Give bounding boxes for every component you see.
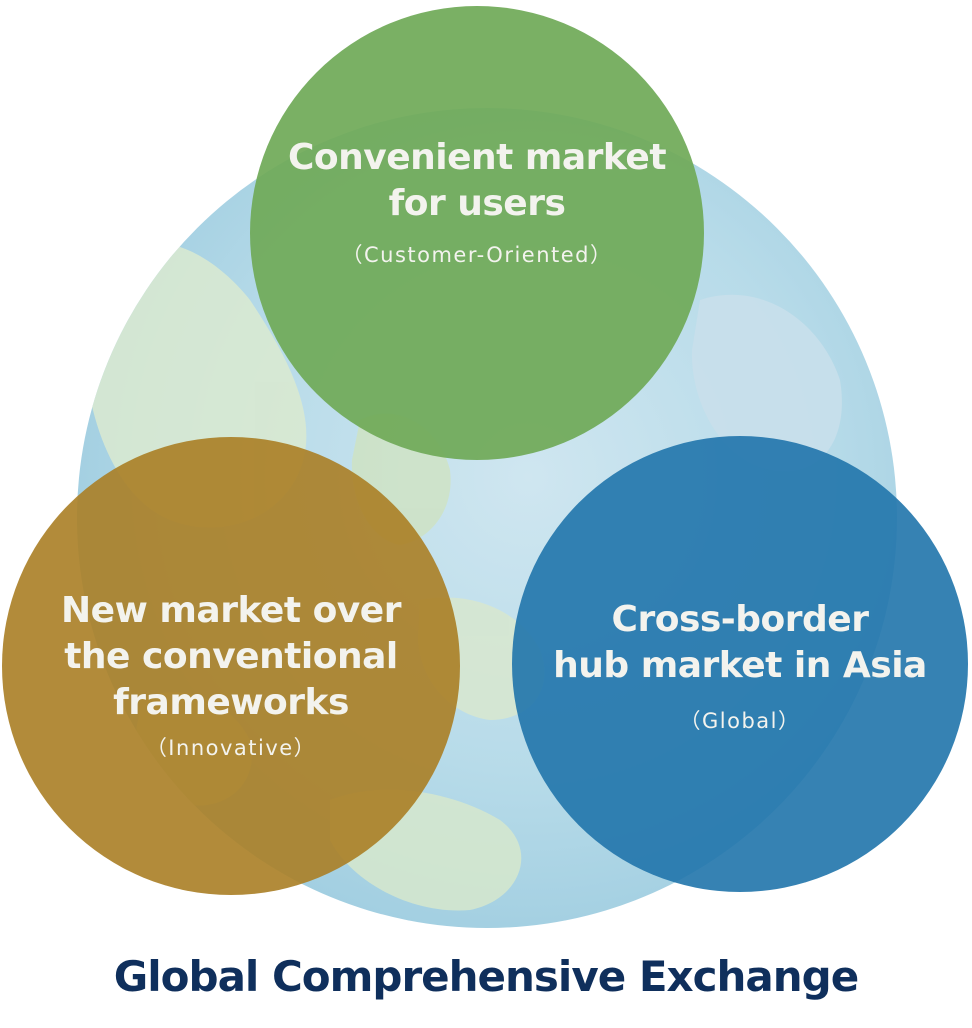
circle-subtitle: （Innovative） — [145, 736, 317, 760]
circle-customer-oriented: Convenient market for users （Customer-Or… — [250, 6, 704, 460]
circle-global: Cross-border hub market in Asia （Global） — [512, 436, 968, 892]
circle-subtitle: （Customer-Oriented） — [341, 243, 613, 267]
circle-title: Convenient market for users — [287, 137, 667, 224]
circle-title: New market over the conventional framewo… — [61, 590, 401, 723]
circle-subtitle: （Global） — [679, 709, 801, 733]
circle-innovative: New market over the conventional framewo… — [2, 437, 460, 895]
circle-title: Cross-border hub market in Asia — [553, 599, 927, 686]
page-title: Global Comprehensive Exchange — [113, 952, 859, 1001]
